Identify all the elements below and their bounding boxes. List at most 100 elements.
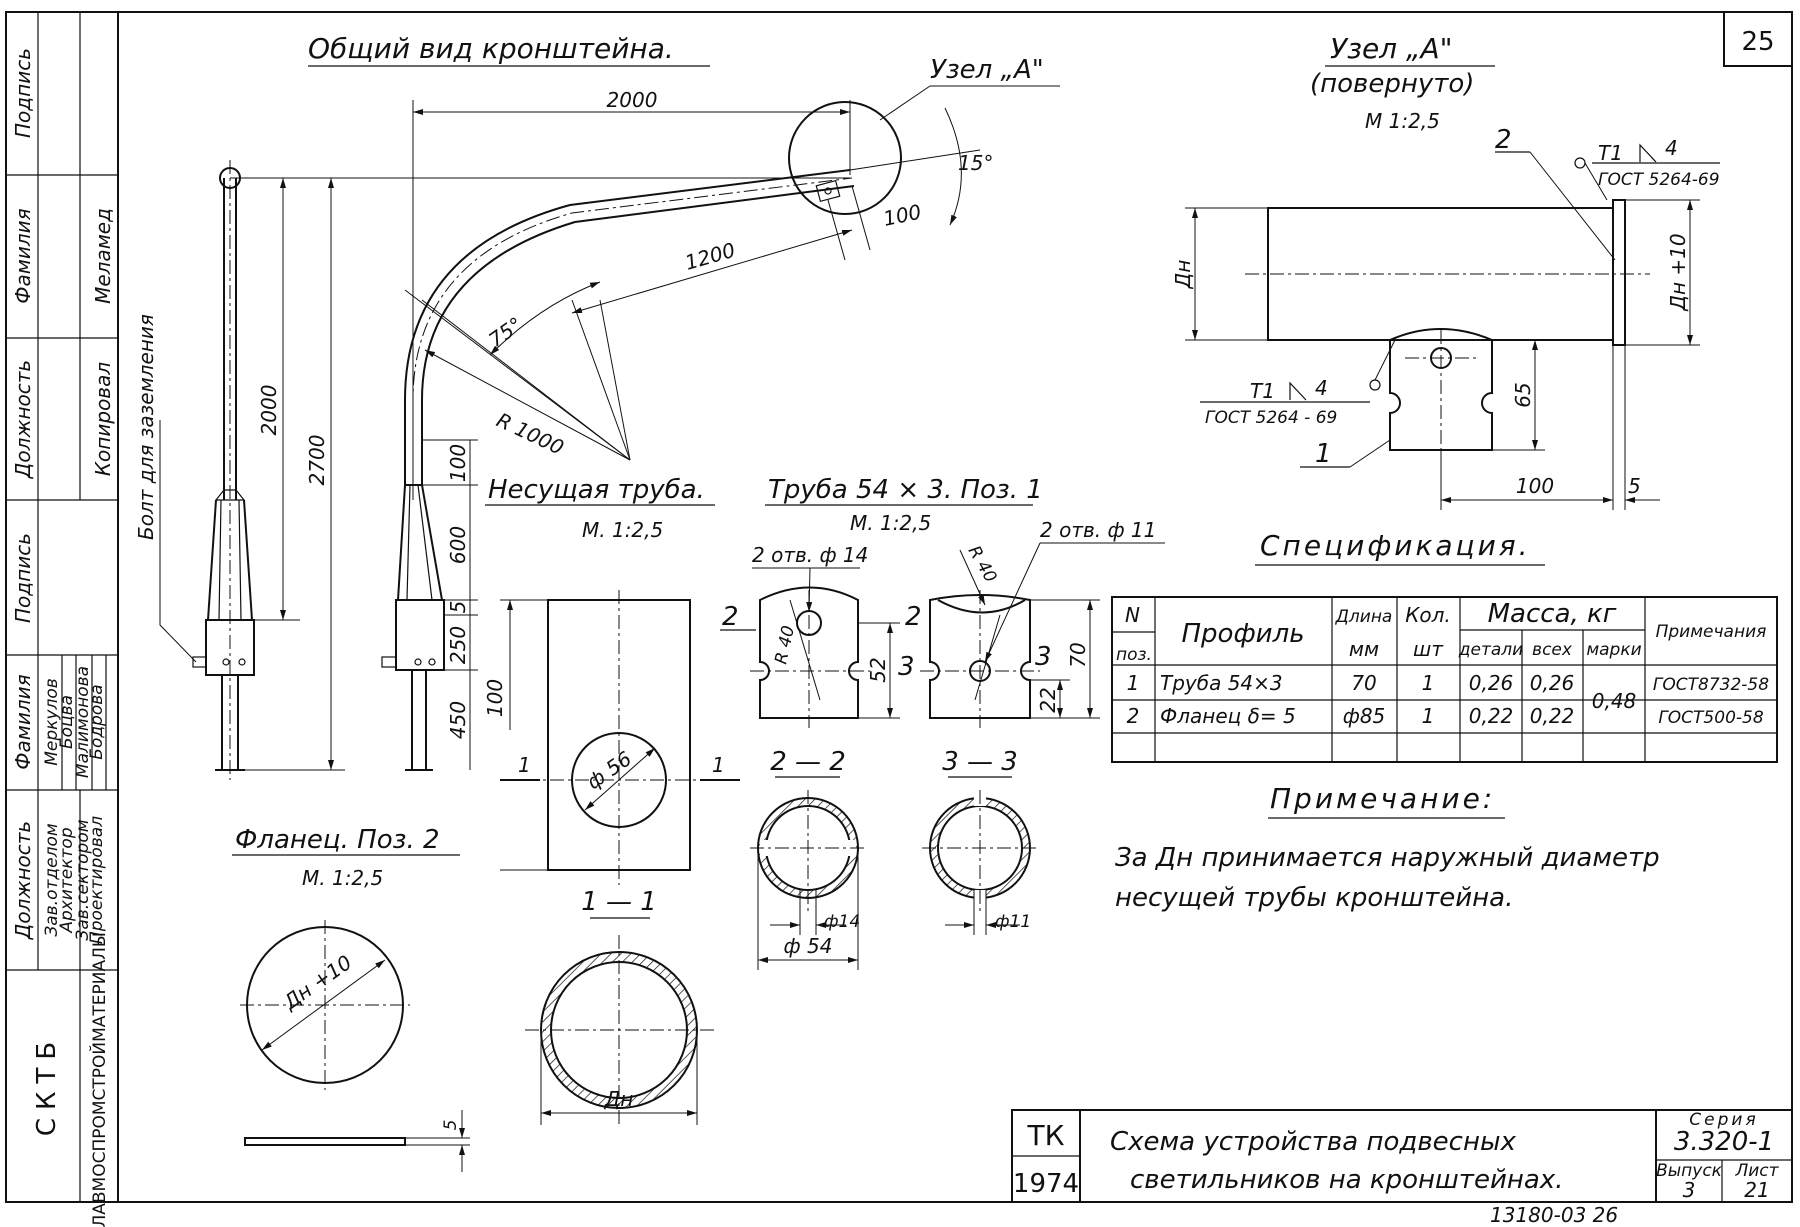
spec-row-1-profile: Труба 54×3: [1160, 671, 1283, 695]
stamp-ministry: ГЛАВМОСПРОМСТРОЙМАТЕРИАЛЫ: [88, 932, 110, 1227]
spec-header-mass-mark: марки: [1586, 640, 1641, 660]
tube-mark-3: 3: [898, 652, 915, 682]
stamp-position-2: Архитектор: [57, 827, 77, 933]
spec-row-1-detail: 0,26: [1469, 671, 1514, 695]
spec-title: Спецификация.: [1260, 529, 1531, 562]
spec-row-2-all: 0,22: [1530, 704, 1575, 728]
node-a-title: Узел „А": [1330, 32, 1453, 65]
stamp-name-2: Боцва: [57, 695, 77, 749]
archive-number: 13180-03 26: [1490, 1203, 1618, 1227]
stamp-header-position-2: Должность: [11, 821, 35, 940]
note-block: Примечание: За Дн принимается наружный д…: [1115, 782, 1660, 913]
title-tk: ТК: [1027, 1119, 1065, 1152]
tube-dim-52: 52: [866, 657, 890, 682]
weld-bottom-standard: ГОСТ 5264 - 69: [1205, 408, 1337, 428]
stamp-name-1: Меркулов: [42, 678, 62, 766]
title-series: 3.320-1: [1674, 1127, 1774, 1157]
note-title: Примечание:: [1270, 782, 1495, 815]
node-dim-100: 100: [1516, 474, 1554, 498]
sheet-number: 25: [1741, 27, 1774, 57]
dim-15-degrees: 15°: [958, 151, 993, 175]
title-sheet-label: Лист: [1734, 1161, 1779, 1181]
spec-row-2-profile: Фланец δ= 5: [1160, 704, 1296, 728]
carrier-pipe-view: Несущая труба. М. 1:2,5 ф 56 100 1 1 1 —…: [483, 475, 740, 1125]
flange-scale: М. 1:2,5: [302, 866, 383, 890]
tube-r40-b: R 40: [964, 543, 1001, 587]
tube-dim-22: 22: [1036, 687, 1060, 712]
spec-row-2-qty: 1: [1422, 704, 1435, 728]
spec-header-length-unit: мм: [1349, 637, 1379, 661]
weld-bottom-leg: 4: [1315, 376, 1328, 400]
tube-54x3-view: Труба 54 × 3. Поз. 1 М. 1:2,5 2 отв. ф 1…: [720, 475, 1165, 970]
spec-header-n: N: [1125, 603, 1140, 627]
tube-mark-3b: 3: [1035, 642, 1052, 672]
dim-1200: 1200: [682, 238, 738, 275]
dim-r1000: R 1000: [493, 408, 568, 460]
section-3-3-label: 3 — 3: [942, 747, 1018, 777]
node-dim-5: 5: [1628, 474, 1641, 498]
node-dim-dn10: Дн +10: [1666, 233, 1690, 311]
stamp-name-4: Бодрова: [87, 684, 107, 759]
weld-bottom-type: Т1: [1250, 379, 1275, 403]
tube-r40-a: R 40: [771, 624, 799, 666]
spec-row-1-note: ГОСТ8732-58: [1653, 675, 1769, 695]
left-stamp: Подпись Фамилия Должность Подпись Меламе…: [6, 12, 118, 1227]
weld-top-leg: 4: [1665, 136, 1678, 160]
stamp-header-signature-1: Подпись: [11, 48, 35, 138]
spec-header-mass-all: всех: [1532, 640, 1573, 660]
general-view: Общий вид кронштейна. Болт для заземлени…: [134, 32, 1060, 780]
stamp-position-3: Зав.сектором: [73, 819, 93, 940]
spec-row-1-pos: 1: [1127, 671, 1140, 695]
tube-mark-2b: 2: [905, 602, 922, 632]
spec-row-1-length: 70: [1351, 671, 1376, 695]
spec-header-qty: Кол.: [1405, 603, 1451, 627]
stamp-header-surname-1: Фамилия: [11, 208, 35, 303]
stamp-name-copied: Копировал: [91, 362, 115, 476]
spec-header-qty-unit: шт: [1413, 637, 1444, 661]
flange-view: Фланец. Поз. 2 М. 1:2,5 Дн +10 5: [232, 825, 470, 1172]
title-block: ТК 1974 Схема устройства подвесных свети…: [1011, 1109, 1793, 1227]
carrier-pipe-scale: М. 1:2,5: [582, 518, 663, 542]
spec-header-mass: Масса, кг: [1488, 599, 1617, 629]
dim-5-base: 5: [446, 601, 470, 614]
tube-mark-2: 2: [722, 602, 739, 632]
dim-2000-top: 2000: [607, 88, 658, 112]
tube-holes-14: 2 отв. ф 14: [752, 543, 868, 567]
dim-75-degrees: 75°: [484, 312, 527, 352]
node-pos-1: 1: [1315, 439, 1332, 469]
grounding-bolt-label: Болт для заземления: [134, 314, 158, 540]
dim-2000-vertical: 2000: [257, 385, 281, 436]
section-1-left-mark: 1: [518, 753, 531, 777]
dim-100-pipe: 100: [483, 679, 507, 717]
node-a-view: Узел „А" (повернуто) М 1:2,5 Дн Дн +10 6…: [1171, 32, 1720, 510]
tube-dim-70: 70: [1066, 642, 1090, 667]
stamp-position-4: Проектировал: [87, 816, 107, 944]
section-1-right-mark: 1: [712, 753, 725, 777]
spec-mark-total: 0,48: [1592, 689, 1637, 713]
dim-450: 450: [446, 701, 470, 739]
tube-title: Труба 54 × 3. Поз. 1: [768, 475, 1043, 505]
note-line-1: За Дн принимается наружный диаметр: [1115, 843, 1660, 873]
title-issue-label: Выпуск: [1656, 1161, 1723, 1181]
spec-header-length: Длина: [1335, 607, 1393, 627]
stamp-name-copier-checker: Меламед: [91, 208, 115, 304]
stamp-header-position-1: Должность: [11, 360, 35, 479]
drawing-frame: 25: [5, 11, 1793, 1203]
tube-holes-11: 2 отв. ф 11: [1040, 518, 1156, 542]
dim-phi14: ф14: [824, 912, 860, 932]
stamp-org: СКТБ: [32, 1034, 62, 1136]
spec-row-1-all: 0,26: [1530, 671, 1575, 695]
spec-row-2-pos: 2: [1127, 704, 1140, 728]
flange-title: Фланец. Поз. 2: [235, 825, 440, 855]
general-view-title: Общий вид кронштейна.: [308, 32, 674, 65]
spec-row-2-detail: 0,22: [1469, 704, 1514, 728]
title-sheet: 21: [1744, 1178, 1769, 1202]
specification-table: Спецификация. N поз. Профиль Длина мм Ко…: [1111, 529, 1778, 763]
section-2-2-label: 2 — 2: [770, 747, 846, 777]
spec-header-note: Примечания: [1656, 622, 1767, 642]
dim-dn-pipe: Дн: [604, 1087, 634, 1111]
node-a-callout: Узел „А": [930, 55, 1044, 85]
title-series-label: Серия: [1689, 1110, 1758, 1130]
title-issue: 3: [1683, 1178, 1696, 1202]
spec-row-1-qty: 1: [1422, 671, 1435, 695]
